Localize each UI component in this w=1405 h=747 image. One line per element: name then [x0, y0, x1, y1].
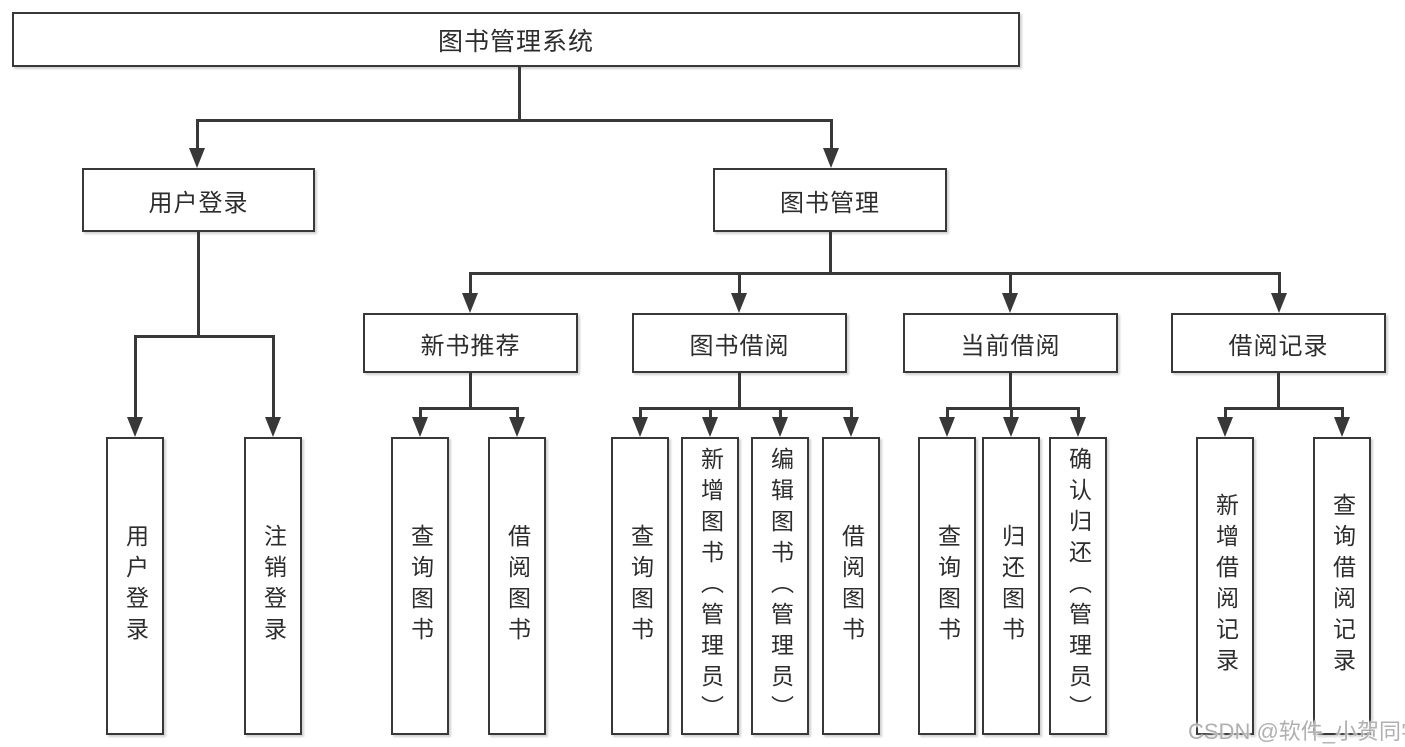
leaf-borrowing-query-books: 查询图书	[611, 437, 669, 735]
leaf-current-confirm-return-admin-label: 确认归还（管理员）	[1065, 446, 1092, 726]
leaf-current-return-books: 归还图书	[982, 437, 1040, 735]
leaf-recommend-borrow-books-label: 借阅图书	[504, 524, 531, 648]
leaf-logout: 注销登录	[244, 437, 302, 735]
leaf-user-login-label: 用户登录	[122, 524, 149, 648]
arrow-down-icon	[462, 293, 478, 313]
leaf-borrowing-query-books-label: 查询图书	[627, 524, 654, 648]
leaf-records-query-record: 查询借阅记录	[1313, 437, 1371, 735]
arrow-down-icon	[1217, 417, 1233, 437]
arrow-down-icon	[1334, 417, 1350, 437]
arrow-down-icon	[1271, 293, 1287, 313]
arrow-down-icon	[265, 417, 281, 437]
connector-line	[639, 407, 642, 419]
connector-line	[738, 272, 741, 295]
connector-line	[196, 119, 199, 150]
connector-line	[1224, 407, 1344, 410]
node-user-login: 用户登录	[82, 168, 315, 232]
connector-line	[1009, 272, 1012, 295]
connector-line	[709, 407, 712, 419]
arrow-down-icon	[189, 148, 205, 168]
node-book-management: 图书管理	[713, 168, 947, 232]
leaf-recommend-borrow-books: 借阅图书	[488, 437, 546, 735]
arrow-down-icon	[127, 417, 143, 437]
arrow-down-icon	[772, 417, 788, 437]
connector-line	[196, 119, 832, 122]
connector-line	[1077, 407, 1080, 419]
connector-line	[1341, 407, 1344, 419]
arrow-down-icon	[731, 293, 747, 313]
leaf-records-add-record: 新增借阅记录	[1196, 437, 1254, 735]
arrow-down-icon	[412, 417, 428, 437]
leaf-recommend-query-books: 查询图书	[391, 437, 449, 735]
connector-line	[1278, 272, 1281, 295]
leaf-user-login: 用户登录	[106, 437, 164, 735]
arrow-down-icon	[1070, 417, 1086, 437]
connector-line	[516, 407, 519, 419]
leaf-borrowing-add-books-admin-label: 新增图书（管理员）	[697, 446, 724, 726]
node-new-book-recommend: 新书推荐	[363, 313, 578, 373]
arrow-down-icon	[509, 417, 525, 437]
arrow-down-icon	[843, 417, 859, 437]
arrow-down-icon	[823, 148, 839, 168]
connector-line	[1224, 407, 1227, 419]
connector-line	[850, 407, 853, 419]
arrow-down-icon	[939, 417, 955, 437]
node-book-borrowing: 图书借阅	[632, 313, 847, 373]
connector-line	[829, 232, 832, 274]
leaf-borrowing-borrow-books-label: 借阅图书	[838, 524, 865, 648]
leaf-borrowing-add-books-admin: 新增图书（管理员）	[681, 437, 739, 735]
connector-line	[946, 407, 1080, 410]
connector-line	[419, 407, 519, 410]
connector-line	[518, 66, 521, 121]
connector-line	[1009, 373, 1012, 409]
leaf-current-query-books: 查询图书	[918, 437, 976, 735]
connector-line	[738, 373, 741, 409]
csdn-watermark: CSDN @软件_小贺同学	[1188, 719, 1405, 744]
node-current-borrowing: 当前借阅	[903, 313, 1118, 373]
leaf-borrowing-borrow-books: 借阅图书	[822, 437, 880, 735]
connector-line	[639, 407, 853, 410]
connector-line	[779, 407, 782, 419]
leaf-records-query-record-label: 查询借阅记录	[1329, 493, 1356, 679]
connector-line	[1277, 373, 1280, 409]
connector-line	[469, 272, 1281, 275]
connector-line	[1010, 407, 1013, 419]
leaf-borrowing-edit-books-admin: 编辑图书（管理员）	[751, 437, 809, 735]
leaf-borrowing-edit-books-admin-label: 编辑图书（管理员）	[767, 446, 794, 726]
arrow-down-icon	[702, 417, 718, 437]
connector-line	[419, 407, 422, 419]
connector-line	[830, 119, 833, 150]
leaf-recommend-query-books-label: 查询图书	[407, 524, 434, 648]
node-borrowing-records: 借阅记录	[1171, 313, 1386, 373]
connector-line	[946, 407, 949, 419]
leaf-records-add-record-label: 新增借阅记录	[1212, 493, 1239, 679]
arrow-down-icon	[1002, 293, 1018, 313]
leaf-current-query-books-label: 查询图书	[934, 524, 961, 648]
node-library-system: 图书管理系统	[12, 12, 1020, 67]
connector-line	[469, 272, 472, 295]
connector-line	[134, 335, 137, 419]
arrow-down-icon	[632, 417, 648, 437]
connector-line	[134, 335, 275, 338]
connector-line	[197, 232, 200, 337]
leaf-current-return-books-label: 归还图书	[998, 524, 1025, 648]
connector-line	[469, 373, 472, 409]
leaf-current-confirm-return-admin: 确认归还（管理员）	[1049, 437, 1107, 735]
connector-line	[272, 335, 275, 419]
leaf-logout-label: 注销登录	[260, 524, 287, 648]
arrow-down-icon	[1003, 417, 1019, 437]
